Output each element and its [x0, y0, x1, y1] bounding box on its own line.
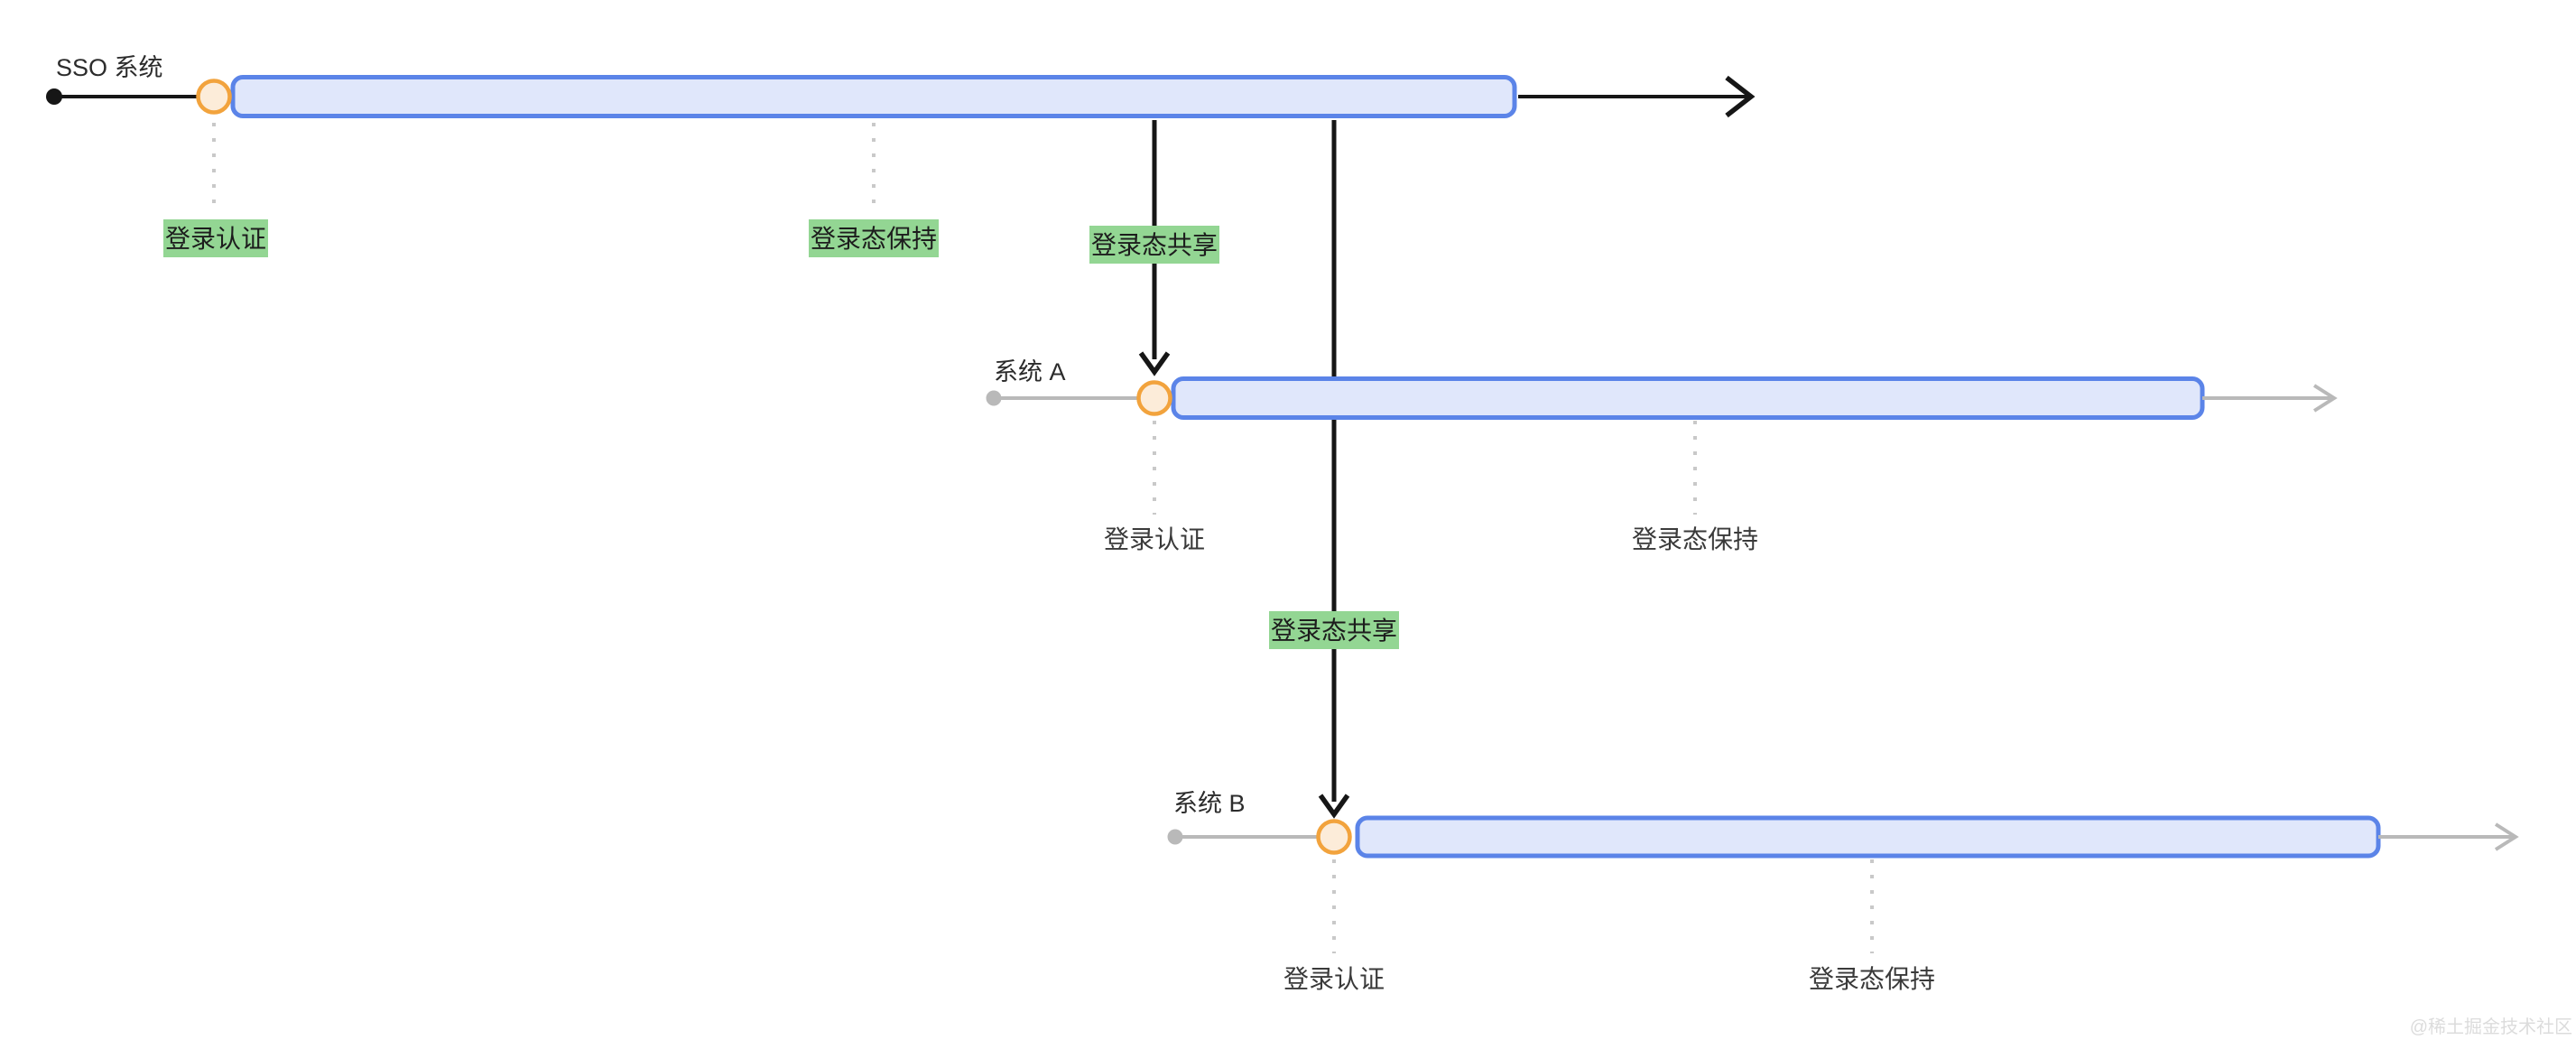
share-arrow-to-system-a-head-icon: [1138, 351, 1171, 376]
system-b-session-bar: [1355, 815, 2381, 859]
system-a-arrow-right-icon: [2312, 384, 2338, 413]
system-a-login-point: [1136, 380, 1172, 416]
system-a-auth-label: 登录认证: [1104, 525, 1205, 553]
sso-lane: SSO 系统: [46, 54, 1756, 213]
system-a-session-bar: [1171, 376, 2205, 420]
system-a-lane-title: 系统 A: [994, 358, 1066, 385]
sso-share-label-bg: [1089, 226, 1219, 264]
share-arrows: [1138, 120, 1350, 819]
sso-auth-label-bg: [163, 219, 268, 257]
system-b-share-label: 登录态共享: [1269, 611, 1399, 649]
sso-share-label-text: 登录态共享: [1091, 231, 1218, 259]
sso-arrow-right-icon: [1725, 75, 1756, 118]
system-a-start-dot-icon: [986, 390, 1002, 406]
sso-lane-title: SSO 系统: [56, 54, 163, 81]
system-b-lane-title: 系统 B: [1173, 790, 1246, 817]
sso-keep-label-text: 登录态保持: [811, 225, 937, 253]
sso-login-point: [196, 79, 232, 115]
system-a-keep-label: 登录态保持: [1632, 525, 1758, 553]
system-b-keep-label: 登录态保持: [1809, 965, 1935, 993]
sso-share-label: 登录态共享: [1089, 226, 1219, 264]
system-b-start-dot-icon: [1167, 829, 1183, 845]
system-a-lane: 系统 A 登录认证 登录态保持: [986, 358, 2338, 553]
system-b-auth-label: 登录认证: [1283, 965, 1385, 993]
system-b-arrow-right-icon: [2494, 822, 2519, 851]
sso-keep-label-bg: [809, 219, 939, 257]
sso-start-dot-icon: [46, 88, 62, 105]
sso-auth-label-text: 登录认证: [165, 225, 266, 253]
system-b-share-label-bg: [1269, 611, 1399, 649]
system-b-login-point: [1316, 819, 1352, 855]
sso-session-bar: [230, 75, 1517, 118]
sso-auth-label: 登录认证: [163, 219, 268, 257]
watermark: @稀土掘金技术社区: [2410, 1017, 2572, 1037]
share-arrow-to-system-b-head-icon: [1318, 794, 1350, 819]
system-b-share-label-text: 登录态共享: [1271, 617, 1397, 645]
sso-keep-label: 登录态保持: [809, 219, 939, 257]
system-b-lane: 系统 B 登录认证 登录态保持: [1167, 790, 2519, 993]
